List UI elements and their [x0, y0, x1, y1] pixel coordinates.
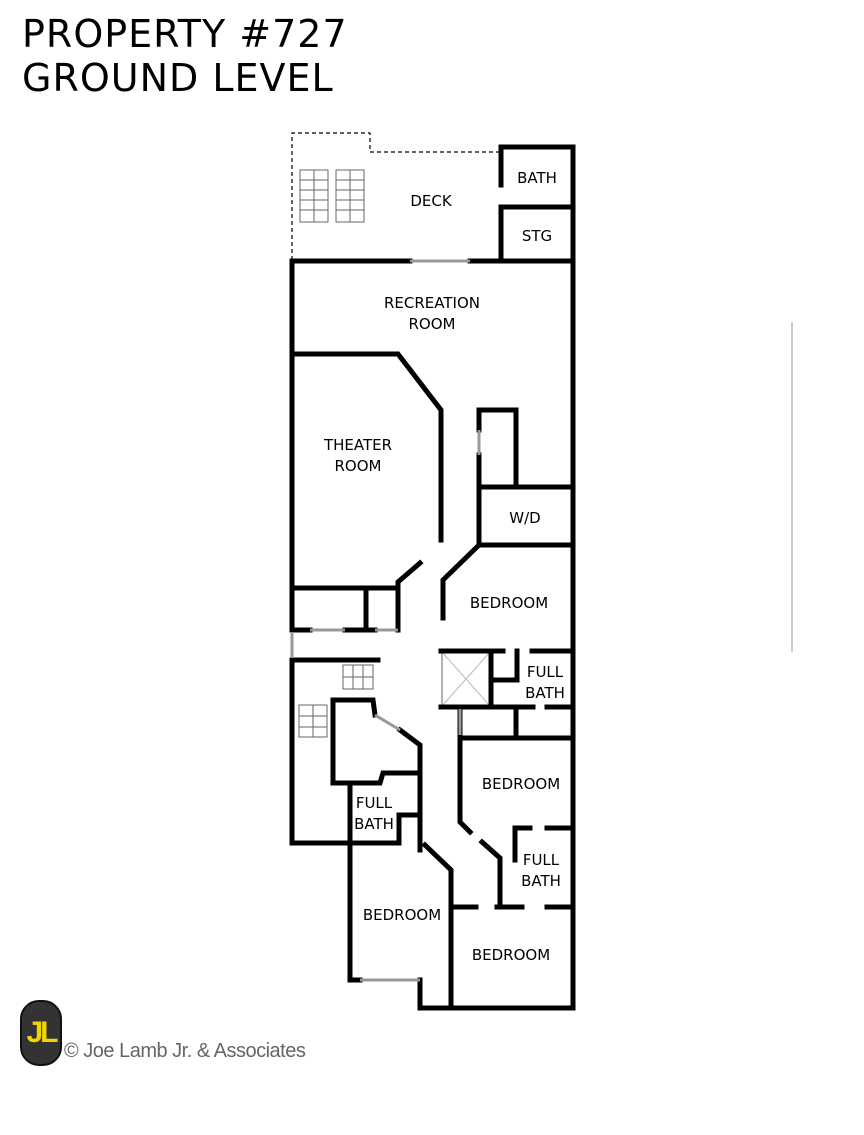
room-label-recreation: RECREATION ROOM: [384, 293, 480, 335]
windows-doors: [290, 259, 481, 982]
stairs-icon: [298, 169, 374, 738]
title-line-2: GROUND LEVEL: [22, 56, 334, 100]
label-line: BATH: [521, 872, 561, 890]
label-line: FULL: [355, 794, 393, 812]
room-label-theater: THEATER ROOM: [324, 435, 392, 477]
room-label-stg: STG: [521, 227, 553, 245]
room-label-bedroom-2: BEDROOM: [481, 775, 561, 793]
page-title: PROPERTY #727 GROUND LEVEL: [22, 12, 348, 100]
room-label-full-bath-2: FULL BATH: [354, 793, 394, 835]
label-line: ROOM: [408, 315, 456, 333]
elevator-icon: [441, 651, 491, 707]
room-label-wd: W/D: [509, 509, 541, 527]
walls: [289, 144, 576, 1011]
room-label-deck: DECK: [410, 192, 452, 210]
company-logo: JL: [20, 1000, 62, 1066]
room-label-full-bath-3: FULL BATH: [521, 850, 561, 892]
label-line: BATH: [354, 815, 394, 833]
room-label-bath: BATH: [517, 169, 557, 187]
deck-outline: [291, 132, 500, 260]
copyright-text: © Joe Lamb Jr. & Associates: [64, 1040, 306, 1062]
room-label-full-bath-1: FULL BATH: [525, 662, 565, 704]
label-line: ROOM: [334, 457, 382, 475]
label-line: RECREATION: [384, 294, 480, 312]
title-line-1: PROPERTY #727: [22, 12, 348, 56]
label-line: FULL: [522, 851, 560, 869]
label-line: THEATER: [323, 436, 393, 454]
room-label-bedroom-1: BEDROOM: [469, 594, 549, 612]
label-line: BATH: [525, 684, 565, 702]
room-label-bedroom-3: BEDROOM: [362, 906, 442, 924]
room-label-bedroom-4: BEDROOM: [471, 946, 551, 964]
label-line: FULL: [526, 663, 564, 681]
